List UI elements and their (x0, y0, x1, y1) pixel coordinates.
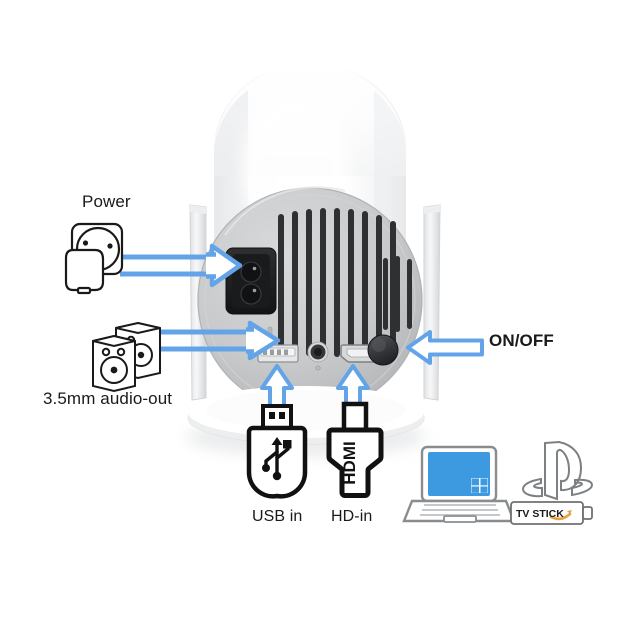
audio-jack-port[interactable] (307, 341, 329, 371)
ventilation-slots-main (278, 208, 396, 357)
label-power: Power (82, 192, 131, 211)
playstation-logo-icon (521, 440, 594, 501)
laptop-icon (402, 445, 516, 523)
label-on-off: ON/OFF (489, 331, 554, 350)
arrow-on-off (406, 330, 484, 365)
tv-stick-icon: TV STICK (510, 501, 593, 525)
windows-logo-icon (471, 478, 488, 493)
tv-stick-label: TV STICK (516, 508, 564, 520)
hdmi-plug-icon: HDMI (326, 401, 384, 498)
usb-drive-icon (246, 404, 308, 499)
label-audio-out: 3.5mm audio-out (43, 389, 173, 408)
label-hd-in: HD-in (331, 508, 373, 525)
speakers-icon (92, 321, 161, 393)
power-button[interactable] (367, 334, 399, 366)
power-socket-port[interactable] (225, 247, 277, 315)
ventilation-slots-secondary (383, 256, 412, 332)
projector-mount-arm-right (423, 204, 441, 401)
label-usb-in: USB in (252, 508, 303, 525)
power-plug-icon (64, 222, 124, 295)
hdmi-plug-label: HDMI (340, 441, 359, 484)
arrow-power (120, 243, 243, 288)
